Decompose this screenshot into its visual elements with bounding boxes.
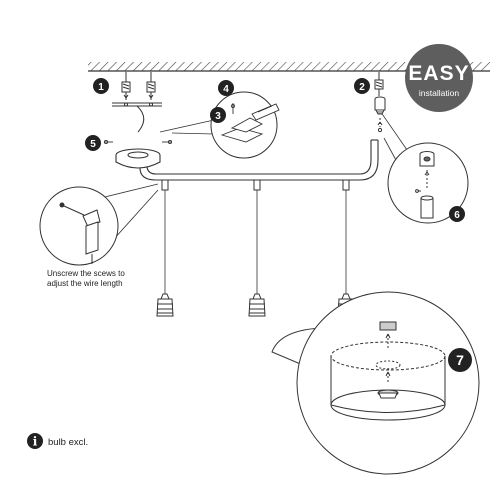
step-1-label: 1: [98, 82, 104, 93]
step-3-label: 3: [215, 111, 221, 122]
info-icon: [27, 433, 43, 449]
badge-circle: [405, 44, 473, 112]
easy-installation-badge: EASY installation: [405, 44, 473, 112]
step-6-badge: 6: [449, 206, 465, 222]
step-5-badge: 5: [85, 135, 101, 151]
svg-text:i: i: [33, 435, 38, 449]
step-1-badge: 1: [93, 78, 109, 94]
badge-subtitle: installation: [419, 88, 459, 98]
step-7-label: 7: [456, 352, 464, 368]
note-line-2: adjust the wire length: [47, 279, 123, 288]
footnote-text: bulb excl.: [48, 437, 88, 448]
ceiling-screws-left: [121, 72, 156, 100]
canopy: [115, 148, 161, 169]
pendant-left: [156, 179, 174, 317]
step-2-label: 2: [359, 82, 365, 93]
mounting-bracket: [112, 102, 162, 133]
ceiling-screw-right: [374, 72, 384, 96]
step-5-label: 5: [90, 139, 96, 150]
note-line-1: Unscrew the scews to: [47, 269, 125, 278]
bulb-excluded-footnote: i bulb excl.: [27, 433, 88, 449]
pendant-middle: [248, 179, 266, 317]
step-7-badge: 7: [448, 348, 472, 372]
step-4-label: 4: [223, 84, 229, 95]
step-4-zoom: [210, 91, 280, 159]
horizontal-bar: [139, 139, 379, 181]
end-cap: [374, 96, 386, 133]
lampshade-zoom: [271, 291, 480, 475]
cable-adjuster-zoom: [39, 183, 159, 266]
canopy-side-screws: [103, 139, 173, 145]
adjust-note: Unscrew the scews to adjust the wire len…: [47, 269, 125, 288]
step-3-badge: 3: [210, 107, 226, 123]
step-6-zoom: [387, 142, 469, 224]
step-2-badge: 2: [354, 78, 370, 94]
step-4-badge: 4: [218, 80, 234, 96]
badge-title: EASY: [408, 62, 469, 85]
step-6-label: 6: [454, 210, 460, 221]
pendant-right: [337, 179, 355, 317]
